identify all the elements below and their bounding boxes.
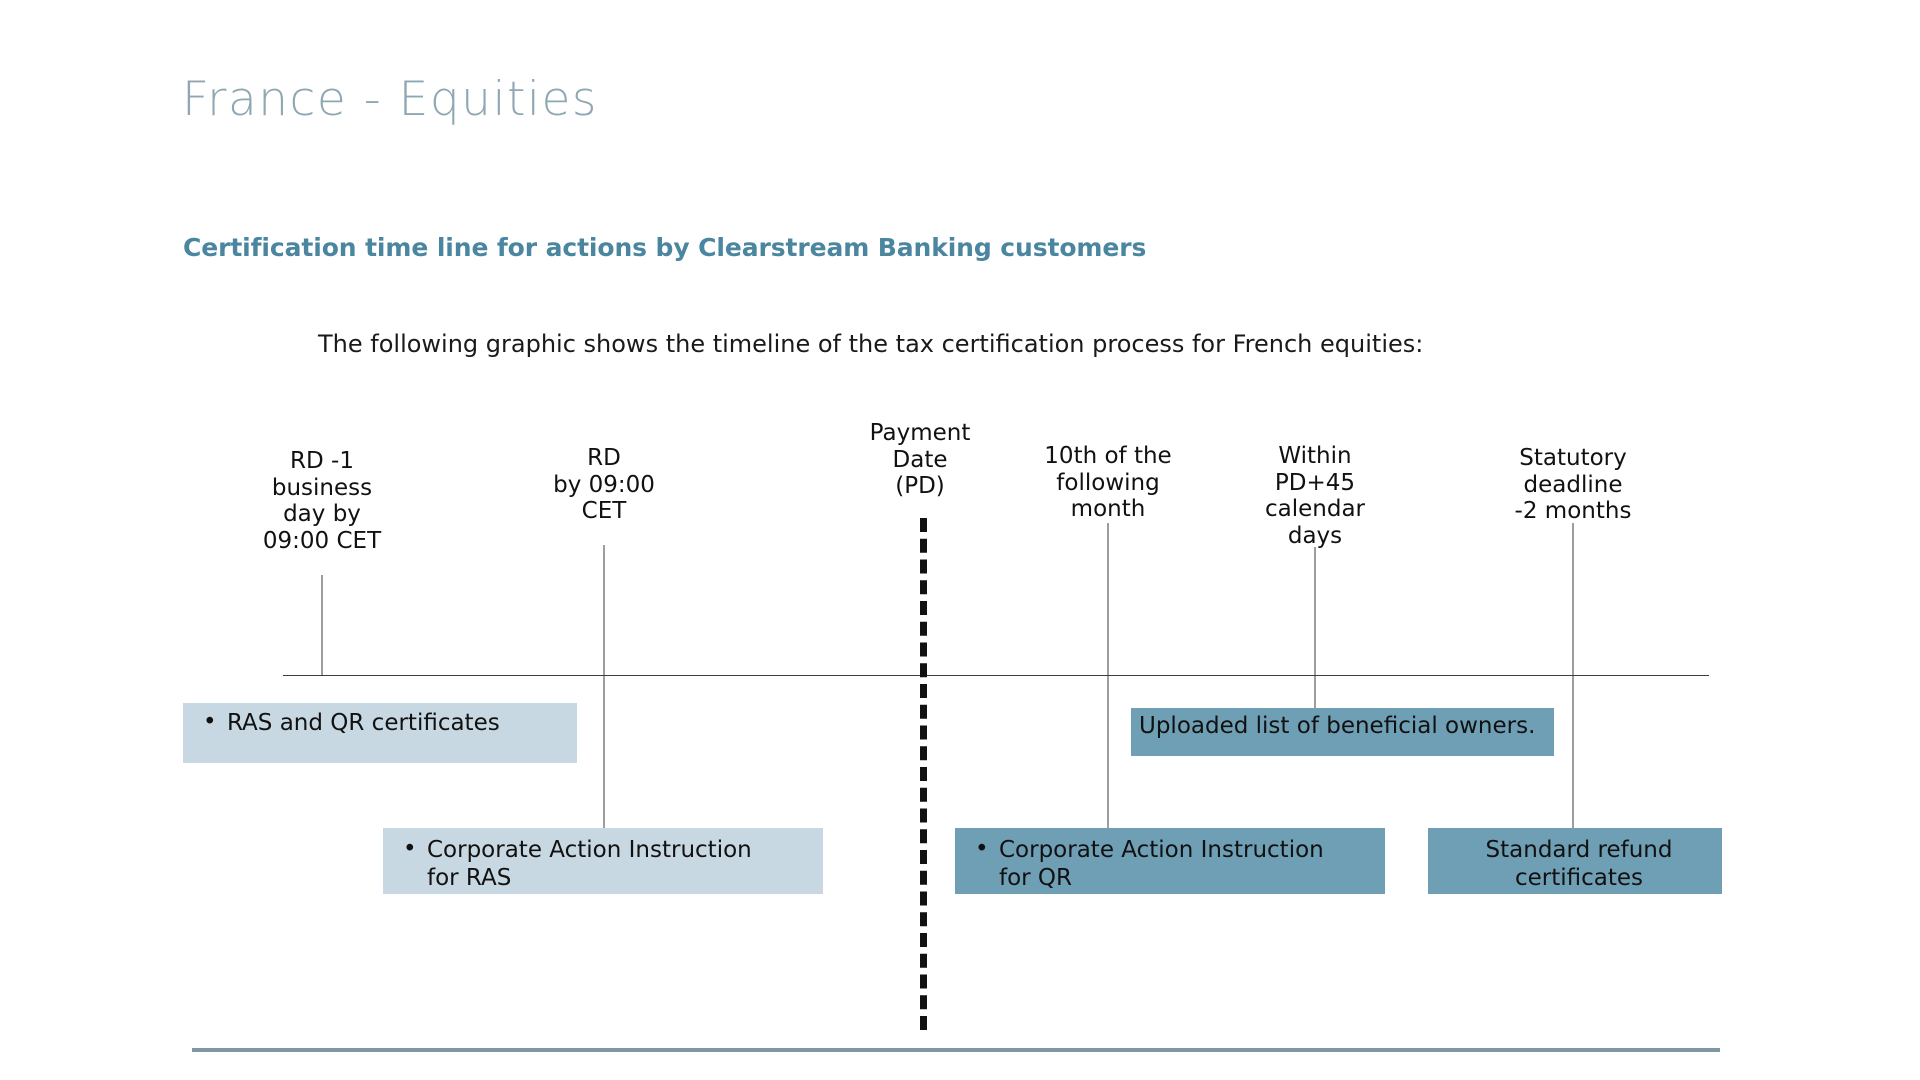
timeline-axis: [283, 675, 1709, 676]
milestone-label-statutory-deadline: Statutory deadline -2 months: [1514, 445, 1632, 525]
section-subtitle: Certification time line for actions by C…: [183, 233, 1147, 262]
timeline-box-uploaded-list-beneficial-owners: Uploaded list of beneficial owners.: [1131, 708, 1554, 756]
page-title: France - Equities: [182, 72, 598, 127]
timeline-box-text-corporate-action-instruction-qr: Corporate Action Instruction for QR: [969, 835, 1385, 892]
milestone-label-payment-date: Payment Date (PD): [869, 420, 971, 500]
timeline-box-text-standard-refund-certificates: Standard refund certificates: [1485, 837, 1673, 892]
milestone-label-tenth-following-month: 10th of the following month: [1044, 443, 1172, 523]
milestone-label-rd-minus-1: RD -1 business day by 09:00 CET: [262, 448, 382, 555]
intro-paragraph: The following graphic shows the timeline…: [318, 330, 1424, 358]
timeline-box-corporate-action-instruction-qr: Corporate Action Instruction for QR: [955, 828, 1385, 894]
milestone-tick-tenth-following-month: [1107, 523, 1109, 860]
footer-rule: [192, 1048, 1720, 1052]
milestone-label-within-pd-45: Within PD+45 calendar days: [1264, 443, 1366, 550]
milestone-label-rd: RD by 09:00 CET: [553, 445, 655, 525]
timeline-box-text-uploaded-list-beneficial-owners: Uploaded list of beneficial owners.: [1139, 713, 1536, 739]
timeline-box-standard-refund-certificates: Standard refund certificates: [1428, 828, 1722, 894]
milestone-tick-rd: [603, 545, 605, 860]
payment-date-dashed-line: [920, 518, 927, 1030]
timeline-box-ras-qr-certificates: RAS and QR certificates: [183, 703, 577, 763]
milestone-tick-rd-minus-1: [321, 575, 323, 675]
timeline-box-text-ras-qr-certificates: RAS and QR certificates: [197, 708, 577, 737]
timeline-box-text-corporate-action-instruction-ras: Corporate Action Instruction for RAS: [397, 835, 823, 892]
milestone-tick-within-pd-45: [1314, 547, 1316, 718]
milestone-tick-statutory-deadline: [1572, 523, 1574, 860]
timeline-box-corporate-action-instruction-ras: Corporate Action Instruction for RAS: [383, 828, 823, 894]
